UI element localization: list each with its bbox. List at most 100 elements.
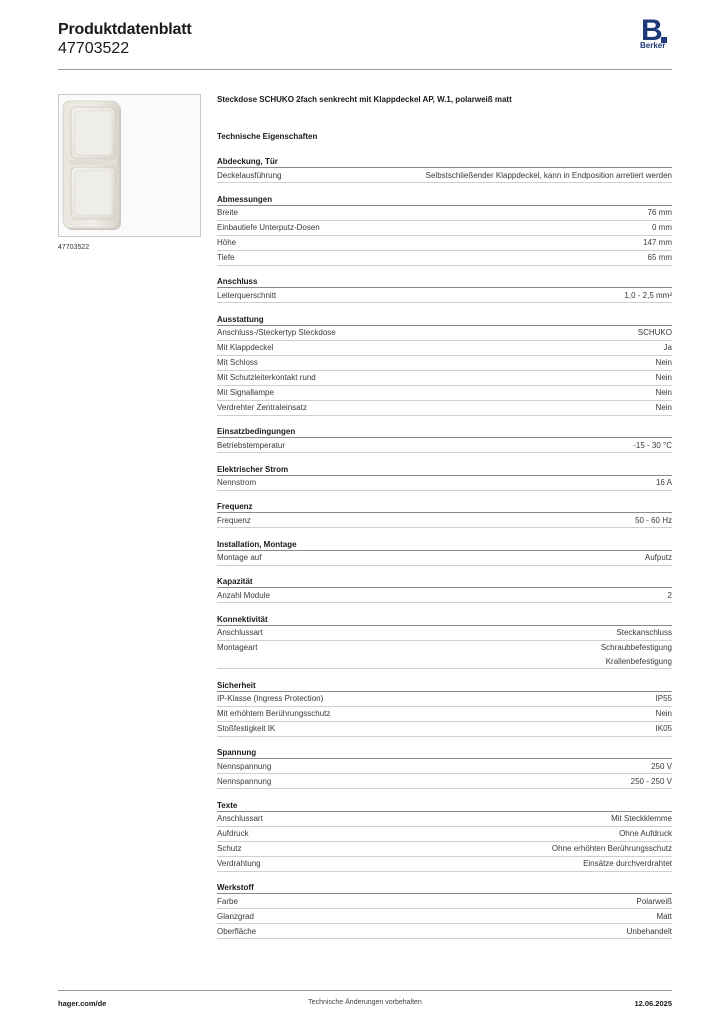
spec-value-line: Steckanschluss [616,628,672,637]
socket-outlet-illustration [62,100,121,230]
spec-label: Montage auf [217,553,262,562]
spec-value-line: 16 A [655,478,672,487]
spec-value: Nein [656,371,672,385]
spec-value-line: -15 - 30 °C [633,440,672,450]
product-image [58,94,201,237]
spec-value: IP55 [656,692,672,706]
spec-value-line: 2 [667,590,672,600]
spec-label: Glanzgrad [217,911,254,921]
spec-label: Verdrehter Zentraleinsatz [217,403,307,412]
spec-label: Anschlussart [217,628,263,637]
spec-group-title: Kapazität [217,575,672,588]
spec-group-title: Abdeckung, Tür [217,155,672,168]
spec-label: Nennstrom [217,478,257,487]
spec-label: Frequenz [217,515,251,525]
spec-group-title: Werkstoff [217,881,672,894]
spec-row: Höhe 147 mm [217,236,672,251]
spec-row: IP-Klasse (Ingress Protection)IP55 [217,692,672,707]
spec-sheet: Steckdose SCHUKO 2fach senkrecht mit Kla… [217,93,672,939]
page-header: Produktdatenblatt 47703522 B Berker [58,16,672,70]
spec-value-line: Aufputz [644,553,672,562]
spec-value-line: Schraubbefestigung [600,643,672,652]
spec-row: Betriebstemperatur -15 - 30 °C [217,438,672,453]
spec-label: Leiterquerschnitt [217,290,277,300]
spec-label: Verdrahtung [217,859,261,868]
page-title: Produktdatenblatt [58,21,192,38]
spec-value-line: Nein [655,373,672,382]
spec-value: 250 - 250 V [631,775,672,789]
spec-value: Polarweiß [636,895,672,909]
footer-website: hager.com/de [58,999,107,1008]
spec-group-title: Einsatzbedingungen [217,425,672,438]
spec-label: Mit Schloss [217,358,258,367]
spec-row: Farbe Polarweiß [217,894,672,909]
spec-label: Nennspannung [217,776,272,786]
spec-value-line: 0 mm [652,223,672,232]
spec-row: Frequenz 50 - 60 Hz [217,513,672,528]
product-title: Steckdose SCHUKO 2fach senkrecht mit Kla… [217,95,512,104]
spec-value: Unbehandelt [627,925,672,939]
spec-value-line: Ohne erhöhten Berührungsschutz [551,844,672,853]
spec-label: Anschlussart [217,814,263,823]
spec-value-line: 250 - 250 V [630,776,672,786]
spec-value-line: 50 - 60 Hz [635,515,672,525]
spec-value-line: 250 V [651,761,672,771]
spec-value: Aufputz [645,551,672,565]
spec-value-line: Ohne Aufdruck [619,829,672,838]
spec-row: Schutz Ohne erhöhten Berührungsschutz [217,842,672,857]
spec-group-title: Abmessungen [217,193,672,206]
spec-label: Höhe [217,238,237,247]
spec-value: SCHUKO [638,326,672,340]
spec-group-title: Spannung [217,746,672,759]
spec-label: Schutz [217,844,242,853]
article-number: 47703522 [58,40,130,57]
footer-date: 12.06.2025 [634,999,672,1008]
spec-value: 250 V [651,760,672,774]
footer-notice: Technische Änderungen vorbehalten [308,999,422,1006]
spec-label: Mit Signallampe [217,388,274,397]
logo-dot [661,37,667,43]
spec-label: Betriebstemperatur [217,440,286,450]
spec-value: Einsätze durchverdrahtet [583,857,672,871]
spec-label: Nennspannung [217,761,272,771]
spec-value-line: SCHUKO [637,328,672,337]
spec-value: Steckanschluss [616,626,672,640]
spec-row: Montage auf Aufputz [217,551,672,566]
spec-label: Anschluss-/Steckertyp Steckdose [217,328,336,337]
spec-label: Farbe [217,896,238,906]
spec-label: Montageart [217,643,258,652]
spec-value: IK05 [656,722,672,736]
spec-row: Anschlussart Steckanschluss [217,626,672,641]
spec-value: 50 - 60 Hz [635,514,672,528]
spec-group-title: Installation, Montage [217,538,672,551]
spec-label: Einbautiefe Unterputz-Dosen [217,223,320,232]
spec-value: 76 mm [648,206,672,220]
spec-value-line: 147 mm [643,238,672,247]
spec-group-title: Frequenz [217,500,672,513]
spec-row: Anschluss-/Steckertyp Steckdose SCHUKO [217,326,672,341]
spec-label: Mit Klappdeckel [217,343,274,352]
